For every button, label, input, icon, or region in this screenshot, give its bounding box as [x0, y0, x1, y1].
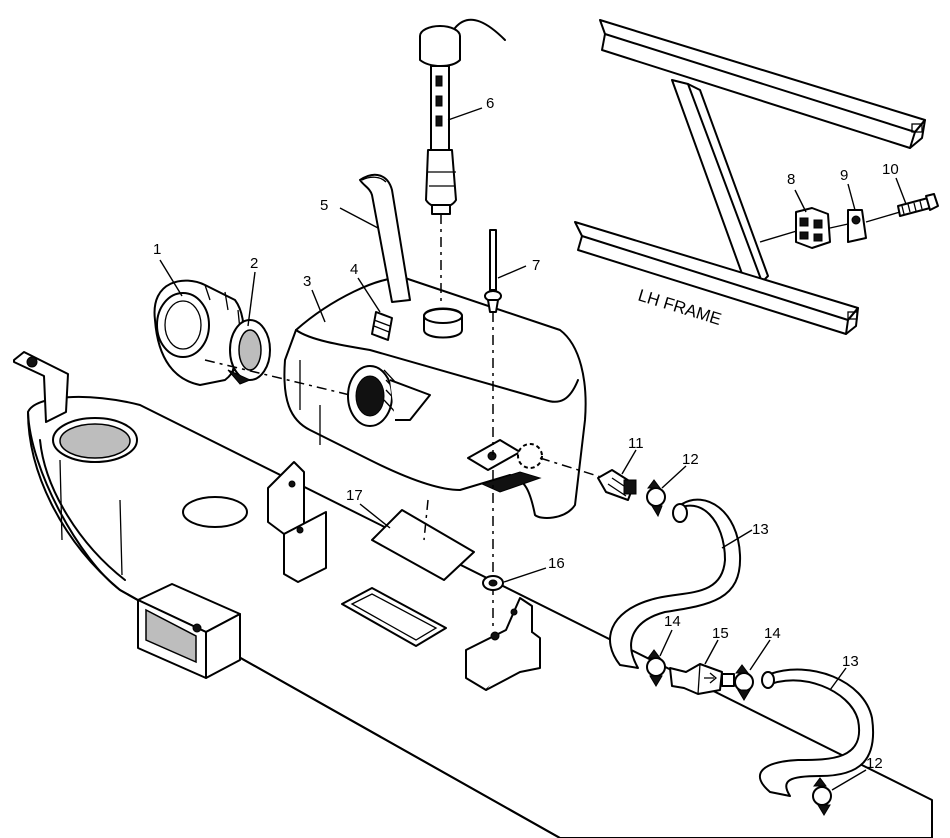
- callout-16: 16: [548, 555, 565, 572]
- fuel-gauge-pickup-part-6: [419, 18, 506, 215]
- tank-rod-part-7: [484, 229, 502, 313]
- assembly-centerlines: [204, 214, 605, 630]
- fuel-cap-part-1: [153, 279, 245, 386]
- vent-hose-part-5: [359, 173, 411, 303]
- fuel-tank-part-3: [283, 276, 587, 519]
- hose-clamp-part-12-top: [646, 479, 666, 518]
- callout-3: 3: [303, 273, 311, 290]
- callout-7: 7: [532, 257, 540, 274]
- callout-15: 15: [712, 625, 729, 642]
- vent-fitting-part-4: [371, 311, 393, 341]
- fuel-hose-part-13-upper: [609, 498, 742, 669]
- callout-10: 10: [882, 161, 899, 178]
- fuel-hose-part-13-lower: [758, 668, 875, 797]
- callout-13-lower: 13: [842, 653, 859, 670]
- hose-clamp-part-14-left: [646, 649, 666, 687]
- inline-fuel-filter-part-15: [669, 663, 735, 695]
- callout-13-upper: 13: [752, 521, 769, 538]
- callout-12-top: 12: [682, 451, 699, 468]
- callout-14-left: 14: [664, 613, 681, 630]
- outlet-fitting-part-11: [597, 469, 637, 501]
- callout-6: 6: [486, 95, 494, 112]
- callout-17: 17: [346, 487, 363, 504]
- callout-2: 2: [250, 255, 258, 272]
- cap-gasket-part-2: [227, 319, 271, 385]
- callout-11: 11: [628, 435, 644, 452]
- callout-8: 8: [787, 171, 795, 188]
- lh-frame-illustration: [574, 19, 926, 335]
- callout-1: 1: [153, 241, 161, 258]
- callout-12-bottom: 12: [866, 755, 883, 772]
- washer-part-16: [482, 575, 504, 591]
- chassis-frame-illustration: [13, 351, 933, 838]
- callout-5: 5: [320, 197, 328, 214]
- callout-leader-lines: [159, 107, 907, 791]
- callout-14-right: 14: [764, 625, 781, 642]
- tank-mount-bracket-hardware: [795, 193, 939, 249]
- callout-4: 4: [350, 261, 358, 278]
- hose-clamp-part-14-right: [734, 664, 754, 701]
- callout-9: 9: [840, 167, 848, 184]
- hose-clamp-part-12-bottom: [812, 777, 832, 816]
- tank-pad-part-17: [371, 509, 475, 581]
